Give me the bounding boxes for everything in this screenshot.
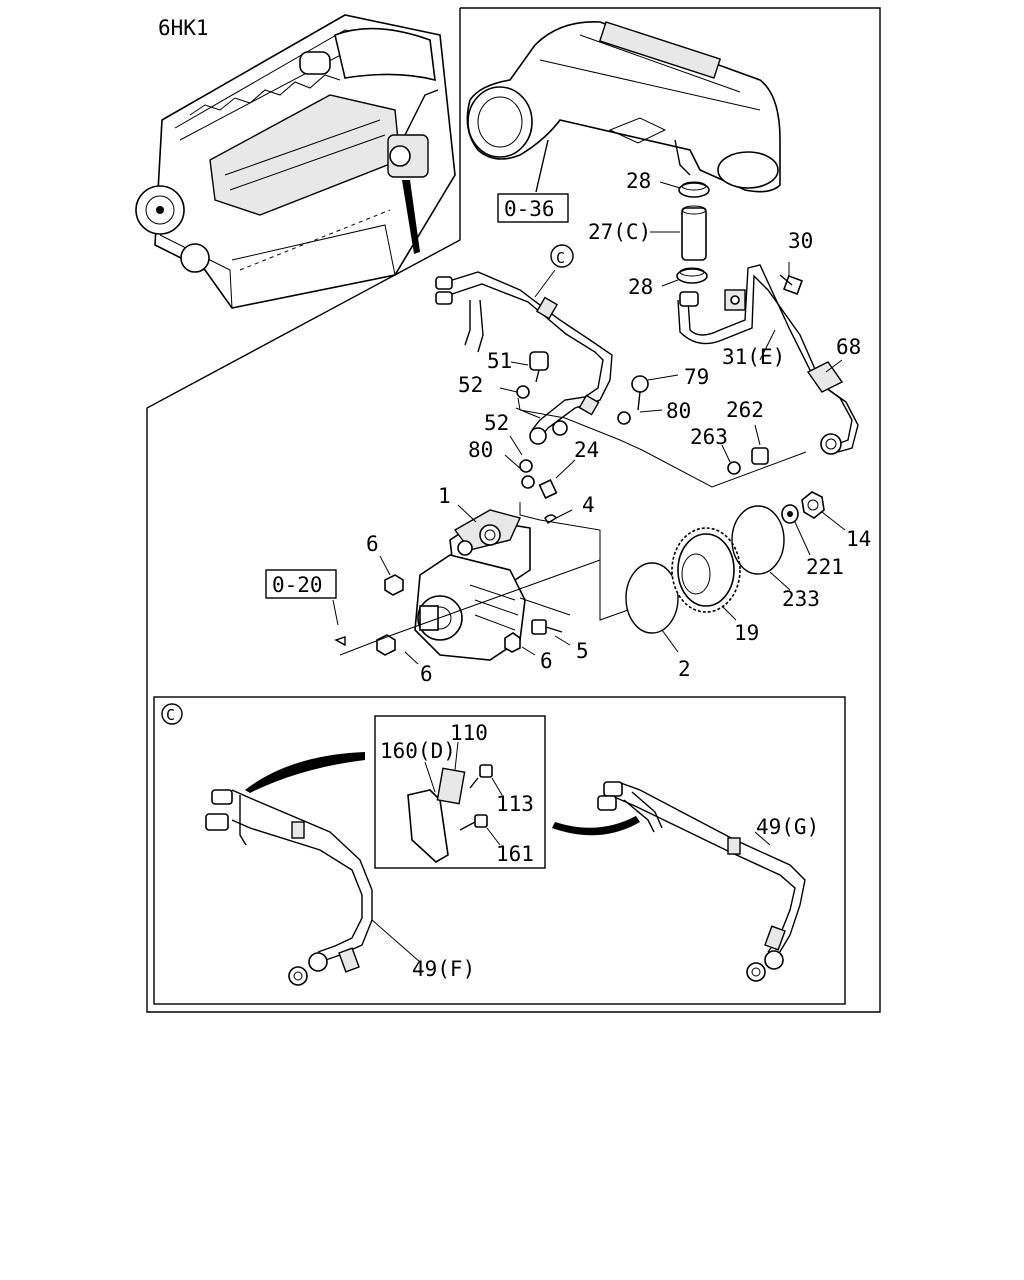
small-hardware [499, 351, 807, 499]
engine-overview: 6HK1 [135, 14, 456, 309]
label-27c: 27(C) [588, 220, 651, 244]
label-30: 30 [788, 229, 813, 253]
label-28a: 28 [626, 169, 651, 193]
label-221: 221 [806, 555, 844, 579]
label-4: 4 [582, 493, 595, 517]
label-110: 110 [450, 721, 488, 745]
label-6a: 6 [366, 532, 379, 556]
callout-c-detail: C [166, 706, 175, 724]
high-pressure-pipe: C [435, 244, 613, 445]
intake-duct: 0-36 [466, 21, 781, 223]
label-6b: 6 [540, 649, 553, 673]
ref-020-label: 0-20 [272, 573, 323, 597]
label-233: 233 [782, 587, 820, 611]
label-161: 161 [496, 842, 534, 866]
label-262: 262 [726, 398, 764, 422]
detail-c-panel: C 110 160(D) 113 161 [161, 703, 819, 986]
label-5: 5 [576, 639, 589, 663]
callout-c-top: C [556, 249, 565, 267]
label-79: 79 [684, 365, 709, 389]
fuel-pump-assembly: 0-20 [265, 502, 629, 665]
label-28b: 28 [628, 275, 653, 299]
label-31e: 31(E) [722, 345, 785, 369]
label-49g: 49(G) [756, 815, 819, 839]
engine-model-label: 6HK1 [158, 16, 209, 40]
label-19: 19 [734, 621, 759, 645]
label-1: 1 [438, 484, 451, 508]
return-pipe [677, 262, 859, 455]
gear-and-seals [625, 491, 846, 653]
label-6c: 6 [420, 662, 433, 686]
label-52b: 52 [484, 411, 509, 435]
ref-036-label: 0-36 [504, 197, 555, 221]
label-113: 113 [496, 792, 534, 816]
diagram-frames [146, 7, 881, 1013]
label-80b: 80 [468, 438, 493, 462]
label-68: 68 [836, 335, 861, 359]
label-80a: 80 [666, 399, 691, 423]
label-52a: 52 [458, 373, 483, 397]
label-263: 263 [690, 425, 728, 449]
label-14: 14 [846, 527, 871, 551]
label-24: 24 [574, 438, 599, 462]
part-labels: 28 27(C) 30 28 31(E) 68 51 79 52 80 52 2… [366, 169, 871, 686]
label-49f: 49(F) [412, 957, 475, 981]
label-160d: 160(D) [380, 739, 456, 763]
label-51: 51 [487, 349, 512, 373]
hose-parts [650, 181, 710, 287]
label-2: 2 [678, 657, 691, 681]
